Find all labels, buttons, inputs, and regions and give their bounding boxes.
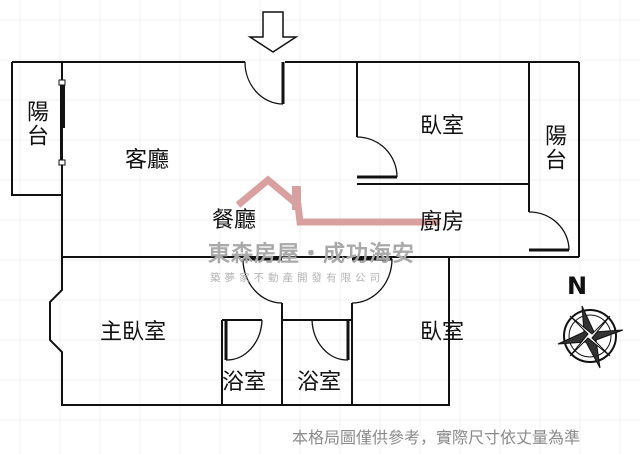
room-label-dining-room: 餐廳 [212, 208, 257, 233]
doors [58, 61, 570, 361]
watermark-company: 築夢家不動產開發有限公司 [210, 272, 384, 284]
room-label-bathroom-2: 浴室 [297, 370, 342, 395]
room-label-living-room: 客廳 [125, 148, 170, 173]
room-label-bathroom-1: 浴室 [222, 370, 267, 395]
compass-icon [557, 305, 624, 369]
room-label-kitchen: 廚房 [420, 210, 465, 235]
room-label-master-bedroom: 主臥室 [100, 320, 167, 345]
walls [11, 61, 580, 406]
room-label-balcony-right: 陽台 [541, 124, 566, 172]
watermark-brand: 東森房屋・成功海安 [208, 242, 416, 267]
entrance-arrow-icon[interactable] [247, 11, 299, 53]
logo-roof-icon [235, 175, 440, 226]
room-label-bedroom-top: 臥室 [420, 114, 465, 139]
room-label-balcony-left: 陽台 [23, 100, 48, 148]
compass-north-label: N [567, 272, 588, 300]
logo-chimney-icon [292, 186, 301, 210]
disclaimer: 本格局圖僅供參考，實際尺寸依丈量為準 [292, 428, 581, 447]
room-label-bedroom-bottom: 臥室 [420, 320, 465, 345]
